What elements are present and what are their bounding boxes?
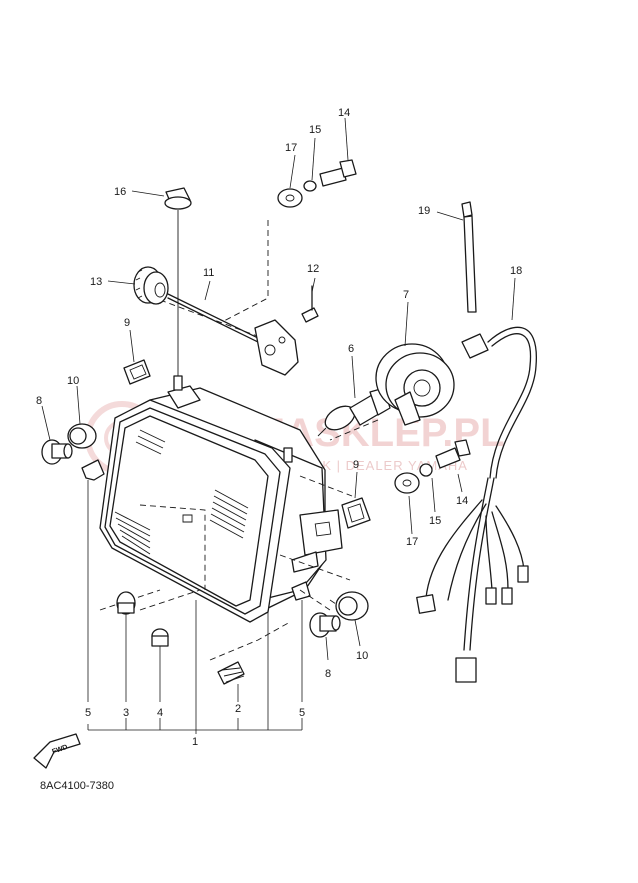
part-10-grommet-left [67, 423, 97, 449]
callout-7: 7 [403, 289, 409, 301]
part-13-adjuster-knob [133, 266, 169, 305]
part-16-grommet [164, 187, 192, 376]
part-9-rubber-right [341, 497, 371, 529]
part-2-spring [217, 661, 245, 685]
callout-8-left: 8 [36, 395, 42, 407]
callout-12: 12 [307, 263, 319, 275]
callout-14-top: 14 [338, 107, 350, 119]
callout-9-left: 9 [124, 317, 130, 329]
leader-lines [41, 117, 516, 734]
part-8-damper-right [309, 612, 341, 638]
callout-5-right: 5 [299, 707, 305, 719]
callout-16: 16 [114, 186, 126, 198]
part-11-adjusting-rod [167, 293, 299, 376]
callout-labels: 16 13 11 9 10 8 17 15 14 12 7 6 19 18 9 … [36, 107, 522, 748]
callout-15-top: 15 [309, 124, 321, 136]
part-18-wire-harness [416, 326, 537, 683]
parts-17-15-14-top [277, 159, 357, 208]
callout-18: 18 [510, 265, 522, 277]
lens-pattern [114, 429, 249, 555]
part-10-grommet-right [335, 591, 369, 621]
callout-8-right: 8 [325, 668, 331, 680]
forward-direction-arrow-icon: FWD [33, 733, 81, 769]
callout-3: 3 [123, 707, 129, 719]
callout-17-right: 17 [406, 536, 418, 548]
part-code: 8AC4100-7380 [40, 780, 114, 792]
part-19-cable-tie [461, 201, 477, 313]
callout-10-left: 10 [67, 375, 79, 387]
parts-17-15-14-right [394, 439, 471, 494]
part-7-socket-cover [375, 343, 455, 426]
callout-14-right: 14 [456, 495, 468, 507]
assembly-guidelines [99, 220, 379, 661]
part-12-screw [301, 285, 319, 323]
headlight-unit [81, 375, 343, 623]
part-4-bulb [151, 628, 169, 647]
callout-2: 2 [235, 703, 241, 715]
part-8-damper-left [41, 439, 73, 465]
callout-15-right: 15 [429, 515, 441, 527]
callout-5-left: 5 [85, 707, 91, 719]
callout-17-top: 17 [285, 142, 297, 154]
callout-11: 11 [203, 267, 214, 279]
callout-19: 19 [418, 205, 430, 217]
part-9-rubber-left [123, 359, 151, 385]
callout-6: 6 [348, 343, 354, 355]
callout-13: 13 [90, 276, 102, 288]
callout-9-right: 9 [353, 459, 359, 471]
callout-10-right: 10 [356, 650, 368, 662]
callout-4: 4 [157, 707, 163, 719]
part-3-bulb [116, 591, 136, 615]
callout-1: 1 [192, 736, 198, 748]
